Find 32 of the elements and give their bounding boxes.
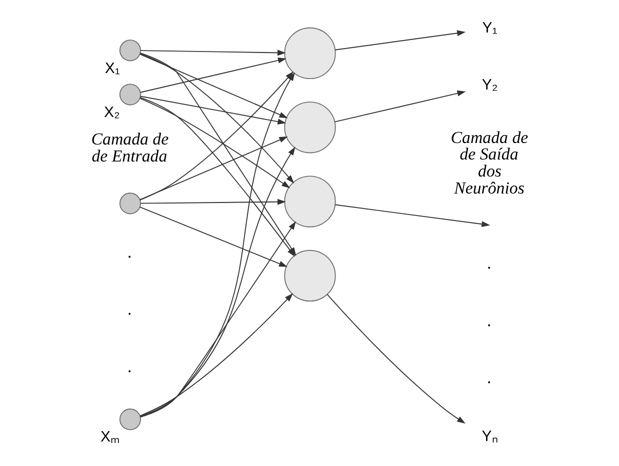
node-text: Y₁ xyxy=(482,19,497,36)
label: Camada de de Saída dos Neurônios xyxy=(450,128,528,198)
node-circle xyxy=(118,84,141,106)
node-label: Xₘ xyxy=(100,428,120,446)
arrow xyxy=(139,98,290,188)
label: . xyxy=(486,310,492,330)
arrow xyxy=(334,90,466,122)
node-circle xyxy=(118,408,141,430)
node-circle xyxy=(118,40,141,62)
label: . xyxy=(486,254,492,273)
node-label: X₁ xyxy=(104,60,120,77)
label: . xyxy=(127,356,132,376)
node-text: Y₂ xyxy=(481,76,498,94)
arrow xyxy=(334,30,466,50)
node-label: X₂ xyxy=(103,104,120,121)
arrow xyxy=(334,204,490,228)
label: . xyxy=(127,242,132,262)
label: . xyxy=(127,300,132,319)
arrow xyxy=(140,96,286,125)
arrow xyxy=(140,198,286,205)
arrow xyxy=(139,206,287,267)
arrow xyxy=(140,50,286,56)
arrow xyxy=(326,294,465,424)
arrow xyxy=(139,136,288,200)
node-text: Yₙ xyxy=(481,428,498,445)
arrow xyxy=(138,293,292,416)
label: Camada de de Entrada xyxy=(90,130,168,166)
label: . xyxy=(486,368,492,388)
node-circle xyxy=(118,192,141,214)
arrow xyxy=(139,54,288,118)
arrow xyxy=(140,58,286,93)
node-circle xyxy=(284,102,336,154)
